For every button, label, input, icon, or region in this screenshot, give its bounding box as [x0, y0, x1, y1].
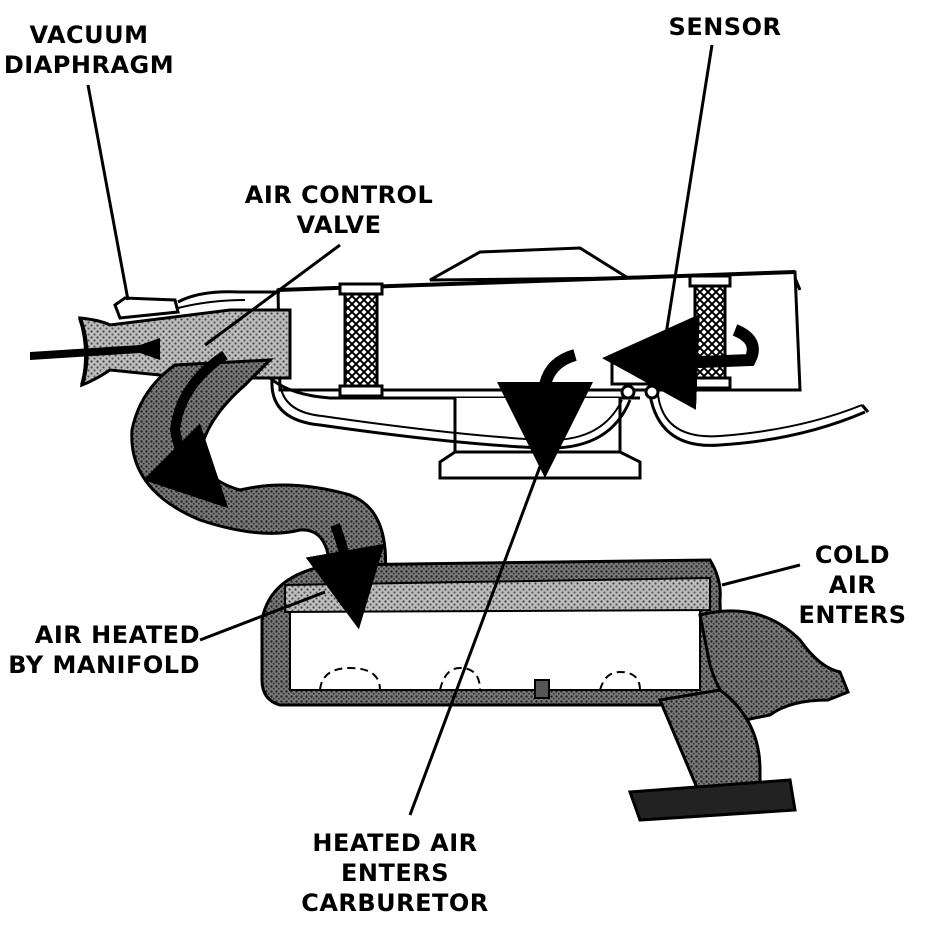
air-cleaner-lid: [429, 246, 634, 282]
vacuum-hoses: [270, 379, 870, 450]
hot-air-arrow-riser: [305, 523, 385, 630]
label-line: ENTERS: [340, 859, 449, 887]
label-line: VACUUM: [29, 21, 149, 49]
exhaust-outlet-elbow: [627, 609, 850, 822]
leader-heated-air: [408, 444, 550, 816]
label-line: COLD: [814, 541, 891, 569]
label-cold-air-enters: COLD AIR ENTERS: [795, 540, 910, 630]
label-vacuum-diaphragm: VACUUM DIAPHRAGM: [0, 20, 178, 80]
curved-flow-arrow: [539, 349, 577, 387]
exhaust-manifold: [260, 558, 724, 707]
incoming-air-arrow: [30, 338, 160, 360]
label-heated-air-enters-carburetor: HEATED AIR ENTERS CARBURETOR: [295, 828, 495, 918]
label-line: DIAPHRAGM: [3, 51, 175, 79]
leader-vacuum-diaphragm: [86, 84, 130, 301]
sensor-unit: [610, 360, 674, 400]
label-sensor: SENSOR: [660, 12, 790, 42]
filter-element-left: [338, 282, 384, 398]
label-air-heated-by-manifold: AIR HEATED BY MANIFOLD: [0, 620, 200, 680]
label-line: HEATED AIR: [312, 829, 478, 857]
label-line: CARBURETOR: [301, 889, 489, 917]
label-line: AIR CONTROL: [244, 181, 434, 209]
hot-air-arrow-duct: [143, 350, 229, 509]
label-line: AIR: [828, 571, 877, 599]
label-line: AIR HEATED: [34, 621, 200, 649]
vacuum-diaphragm-unit: [113, 290, 280, 320]
label-line: VALVE: [296, 211, 382, 239]
leader-sensor: [658, 44, 714, 373]
flow-arrows: [30, 313, 759, 630]
leader-air-heated: [199, 590, 326, 642]
leader-air-control-valve: [204, 243, 341, 347]
label-line: BY MANIFOLD: [8, 651, 200, 679]
leader-cold-air: [721, 563, 801, 587]
label-line: SENSOR: [668, 13, 782, 41]
filter-element-right: [688, 274, 732, 390]
sensor-flow-arrow: [602, 313, 759, 410]
label-line: ENTERS: [798, 601, 907, 629]
label-air-control-valve: AIR CONTROL VALVE: [230, 180, 448, 240]
leader-lines: [86, 44, 801, 816]
